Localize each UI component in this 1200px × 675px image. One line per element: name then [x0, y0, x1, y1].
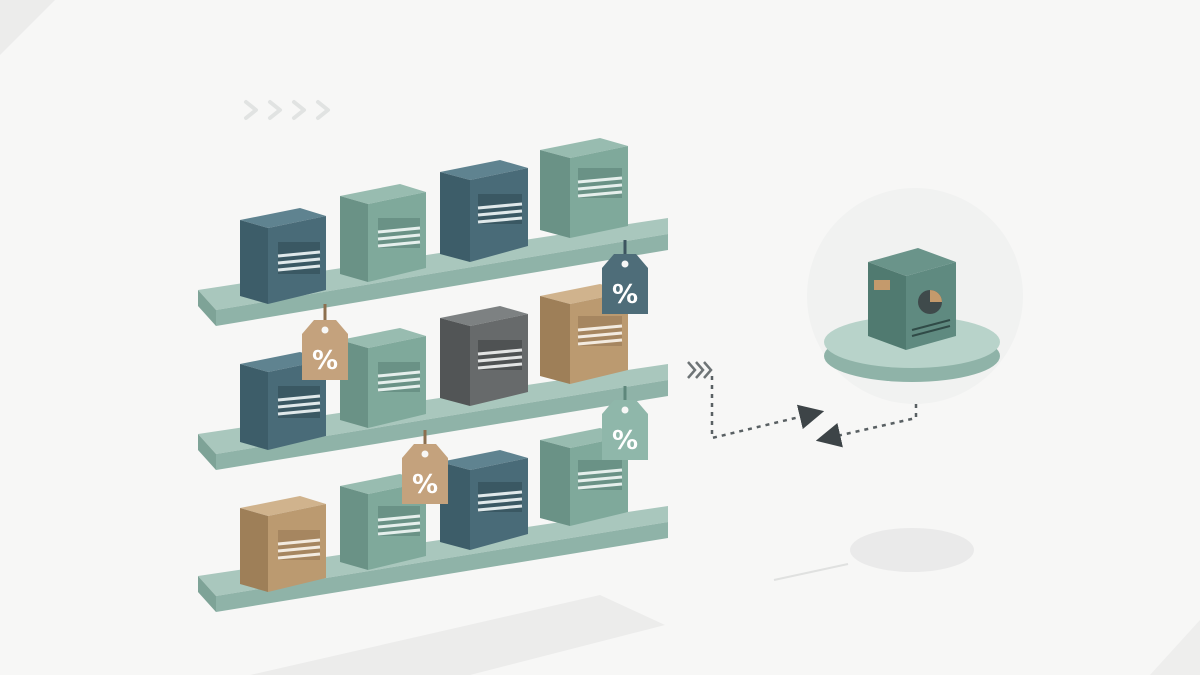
box-shelf2-2: [340, 328, 426, 428]
box-shelf2-4: [540, 284, 628, 384]
box-shelf1-4: [540, 138, 628, 238]
discount-tag-icon: %: [302, 304, 348, 380]
box-shelf3-1: [240, 496, 326, 592]
chevron-arrows-icon: [687, 361, 713, 379]
box-shelf1-3: [440, 160, 528, 262]
corner-decoration-bottom: [1150, 620, 1200, 675]
svg-text:%: %: [612, 426, 638, 456]
box-shelf2-3: [440, 306, 528, 406]
svg-text:%: %: [312, 346, 338, 376]
faint-arrow-icon: [773, 563, 849, 581]
box-shelf1-2: [340, 184, 426, 282]
svg-text:%: %: [612, 280, 638, 310]
box-shelf3-3: [440, 450, 528, 550]
discount-tag-icon: %: [602, 240, 648, 314]
corner-decoration: [0, 0, 55, 55]
svg-text:%: %: [412, 470, 438, 500]
discount-tag-icon: %: [402, 430, 448, 504]
floor-shadow: [250, 595, 665, 675]
shadow-disc: [850, 528, 974, 572]
pos-device-icon: [824, 248, 1000, 382]
discount-tag-icon: %: [602, 386, 648, 460]
chevron-arrows-icon: [244, 100, 330, 120]
box-shelf1-1: [240, 208, 326, 304]
